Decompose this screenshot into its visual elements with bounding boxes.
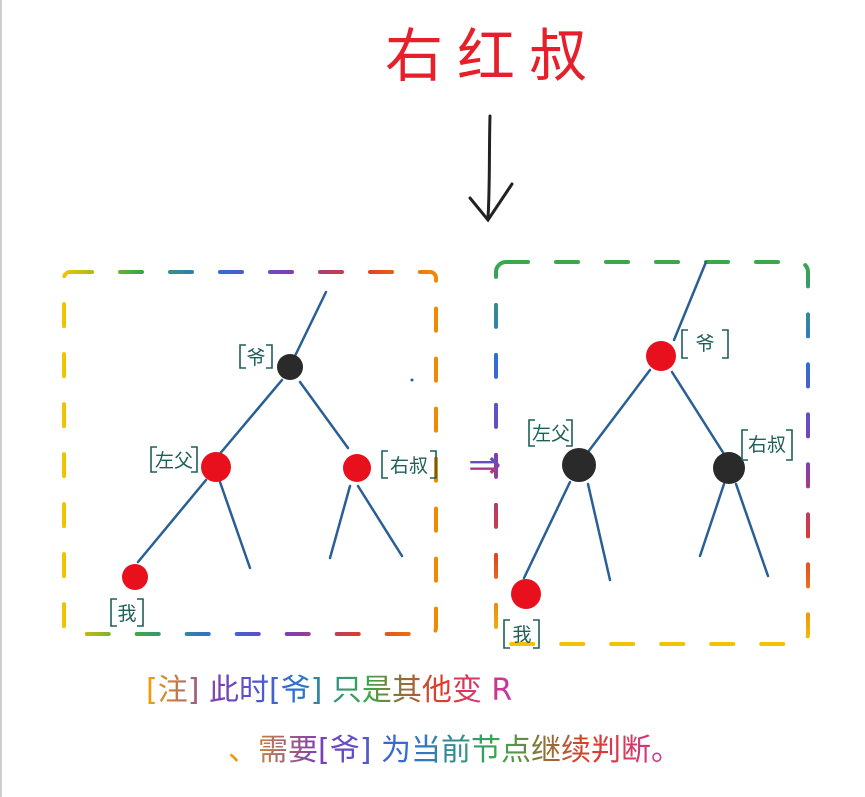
note-line-1: [注] 此时[爷] 只是其他变 R	[146, 673, 512, 708]
left-parent-node	[201, 452, 231, 482]
stray-dot	[410, 378, 414, 382]
left-tree-labels	[110, 344, 437, 627]
down-arrow-icon	[468, 114, 514, 223]
right-tree-labels	[503, 329, 793, 649]
right-parent-node	[562, 448, 596, 482]
right-parent-label: 左父	[532, 423, 570, 445]
right-grandparent-node	[646, 341, 676, 371]
left-grandparent-node	[277, 354, 303, 380]
left-uncle-label: 右叔	[390, 455, 428, 477]
left-uncle-node	[343, 454, 371, 482]
left-me-node	[122, 564, 148, 590]
left-parent-label: 左父	[155, 450, 193, 472]
right-uncle-node	[713, 452, 745, 484]
right-dashed-box	[494, 260, 810, 646]
left-grandparent-label: 爷	[246, 347, 265, 369]
transform-arrow-icon: ⇒	[468, 442, 502, 488]
right-me-label: 我	[512, 624, 531, 646]
left-tree-edges	[136, 290, 404, 570]
right-me-node	[511, 579, 541, 609]
right-uncle-label: 右叔	[748, 434, 786, 456]
right-grandparent-label: 爷	[695, 333, 714, 355]
right-tree-edges	[522, 260, 770, 582]
left-dashed-box	[62, 270, 438, 636]
note-line-2: 、需要[爷] 为当前节点继续判断。	[228, 733, 681, 768]
diagram-title: 右红叔	[385, 22, 601, 90]
left-me-label: 我	[117, 603, 136, 625]
